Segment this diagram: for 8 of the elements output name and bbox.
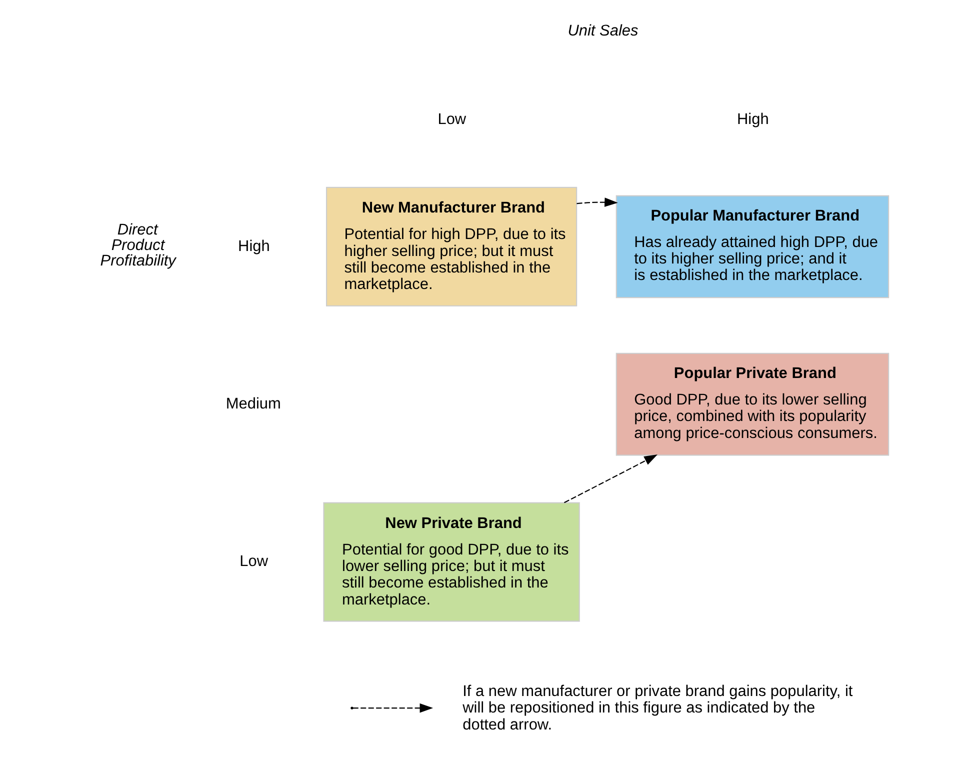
label: High (737, 111, 769, 128)
label: Low (240, 553, 268, 570)
label: High (238, 238, 270, 255)
label: Direct Product Profitability (100, 222, 176, 270)
label: Unit Sales (568, 22, 638, 40)
label: Medium (226, 395, 281, 412)
legend-label: If a new manufacturer or private brand gains popularity, it will be repositioned in this figure as indicated by the dotted arrow. (462, 683, 853, 734)
label: Low (438, 111, 466, 128)
